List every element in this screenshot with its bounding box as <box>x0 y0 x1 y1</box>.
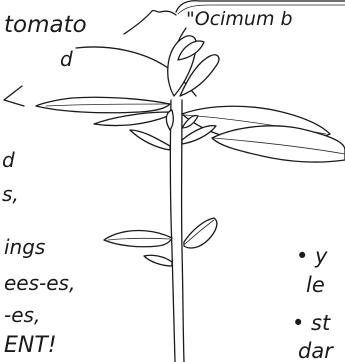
lower-side-shoot <box>144 255 172 266</box>
upper-left-leaf-2 <box>94 112 168 126</box>
upper-left-leaf <box>36 97 170 113</box>
label-tomato: tomato <box>4 12 87 38</box>
label-d: d <box>60 47 73 71</box>
left-note-line-1: d <box>2 148 15 172</box>
mid-leaf-right <box>182 126 216 144</box>
label-ocimum: "Ocimum b <box>186 8 293 30</box>
mid-leaf-left <box>130 130 170 150</box>
left-note-line-5: -es, <box>4 303 40 327</box>
left-note-line-6: ENT! <box>4 333 57 358</box>
right-note-line-2: le <box>306 273 325 297</box>
right-note-line-3: • st <box>292 311 331 335</box>
pointer-line-tomato <box>124 10 176 34</box>
right-note-line-1: • y <box>296 244 328 268</box>
plant-stem <box>170 100 175 362</box>
right-note-line-4: dar <box>298 339 334 362</box>
mid-bud-left <box>166 110 173 130</box>
lower-stem-leaf-right <box>184 218 217 248</box>
left-note-line-2: s, <box>2 182 19 206</box>
arrow-head-icon <box>4 86 24 106</box>
left-note-line-3: ings <box>4 235 45 259</box>
left-note-line-4: ees-es, <box>4 271 75 295</box>
